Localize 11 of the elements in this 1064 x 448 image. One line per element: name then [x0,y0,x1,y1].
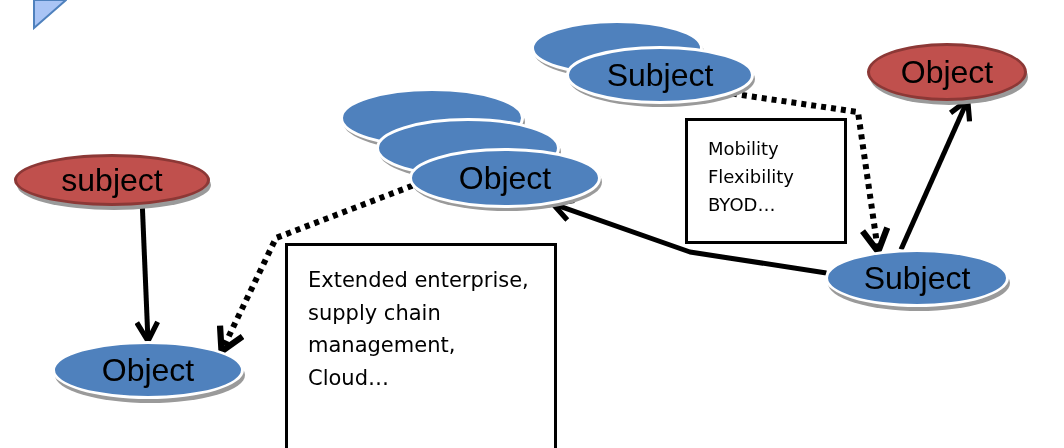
text-box [685,118,847,244]
arrow [216,182,414,355]
note-text: Extended enterprise, supply chain management, Cloud… [308,267,530,392]
node-label: Subject [606,56,714,94]
node-label: Object [101,351,195,389]
node-label: Subject [863,259,971,297]
note-text: Mobility Flexibility BYOD… [708,137,795,217]
node-label: Object [458,159,552,197]
node-label: subject [61,161,163,199]
text-box [285,243,557,448]
node-label: Object [900,53,994,91]
